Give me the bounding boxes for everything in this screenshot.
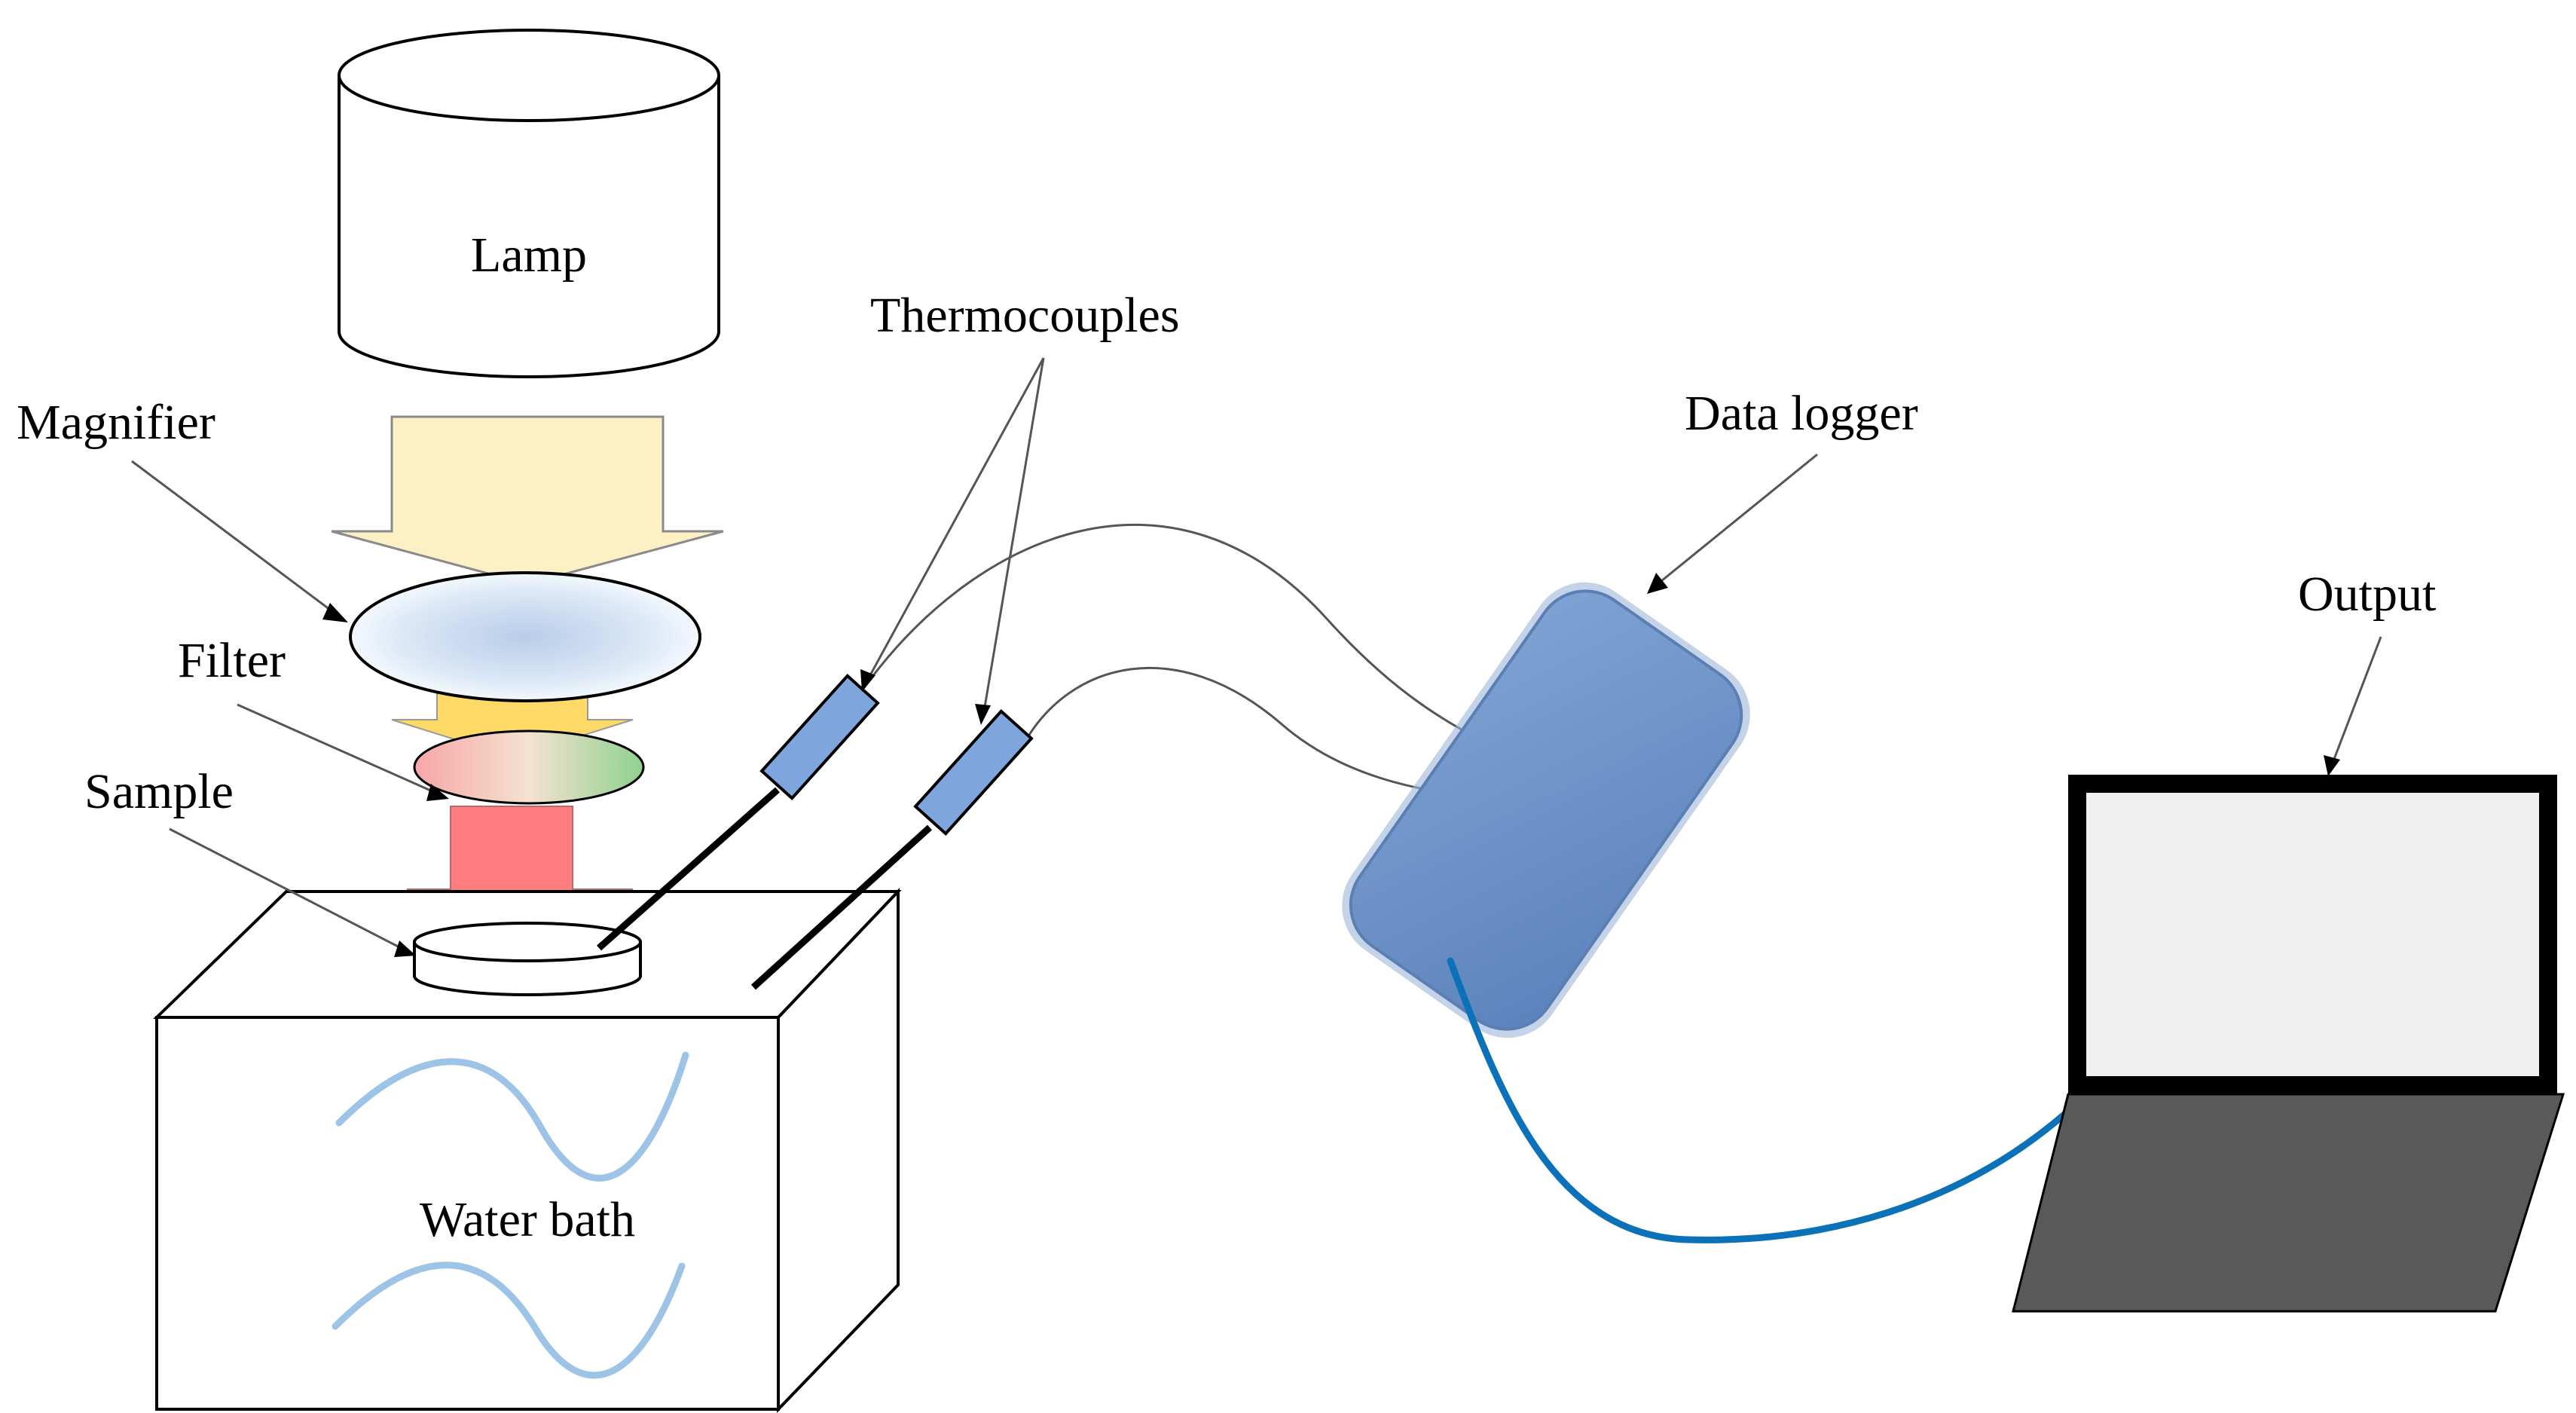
thermocouple-wire xyxy=(861,524,1508,755)
water-wave-icon xyxy=(335,1051,689,1182)
lamp-label: Lamp xyxy=(471,228,587,283)
thermocouples-label: Thermocouples xyxy=(870,288,1180,343)
laptop-base xyxy=(2012,1093,2565,1313)
output-label: Output xyxy=(2298,567,2436,622)
arrowheads xyxy=(322,573,2340,957)
filter-label: Filter xyxy=(178,633,286,688)
magnifier-lens xyxy=(349,571,701,702)
sample-disc xyxy=(413,922,642,996)
usb-cable xyxy=(1447,957,2070,1243)
magnifier-label: Magnifier xyxy=(17,395,215,450)
light-beam-arrow xyxy=(331,415,724,586)
thermocouple-wire xyxy=(1023,667,1493,800)
lamp: Lamp xyxy=(338,29,720,378)
leader-lines xyxy=(131,357,2382,953)
thermocouple-probe xyxy=(750,708,1034,990)
water-bath: Water bath xyxy=(153,887,902,1413)
water-wave-icon xyxy=(332,1262,686,1379)
water-bath-label: Water bath xyxy=(420,1192,635,1247)
sample-label: Sample xyxy=(84,764,234,819)
filter-disc xyxy=(413,729,645,805)
data-logger-label: Data logger xyxy=(1685,386,1918,441)
laptop xyxy=(2012,775,2565,1313)
data-logger xyxy=(1342,582,1750,1038)
laptop-screen xyxy=(2068,775,2557,1094)
